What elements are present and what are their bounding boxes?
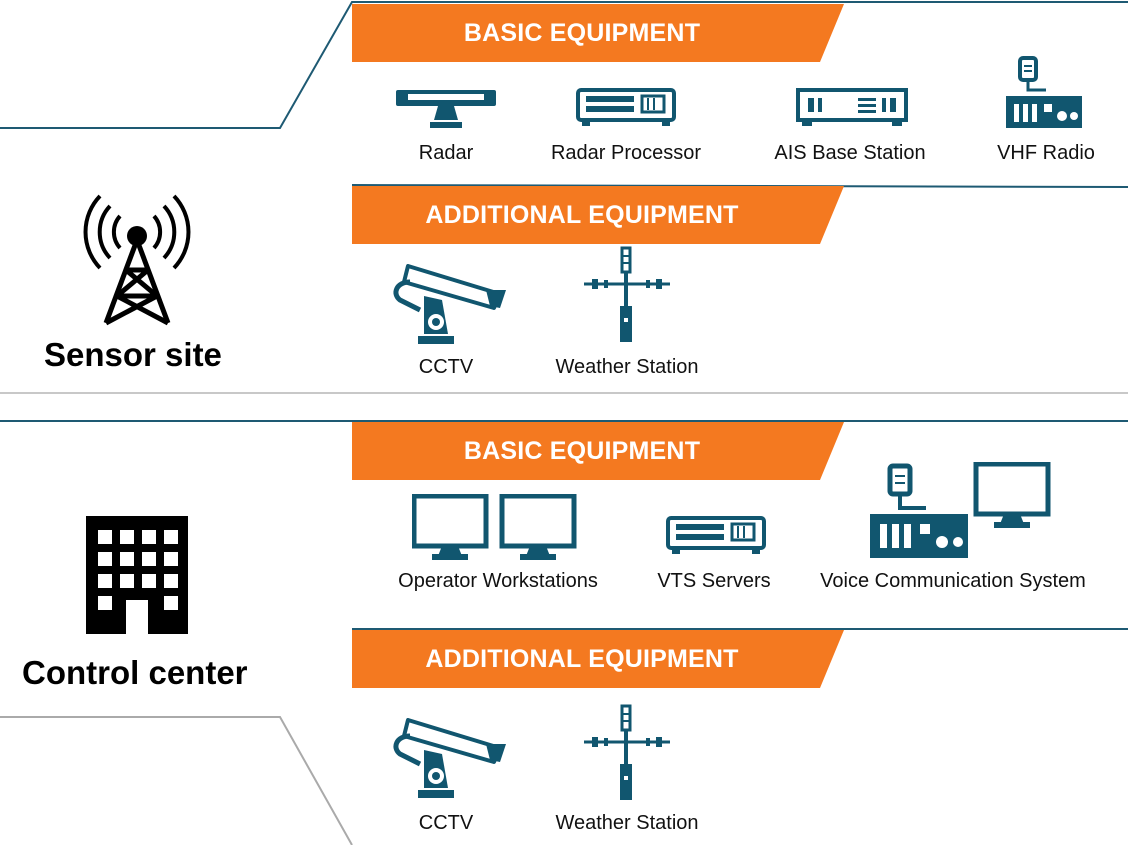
- sensor-connector-line: [0, 1, 1128, 129]
- monitors-icon: [412, 494, 577, 560]
- ais-base-station-icon: [796, 88, 908, 126]
- banner-label: ADDITIONAL EQUIPMENT: [425, 645, 739, 673]
- equipment-label: AIS Base Station: [774, 142, 926, 164]
- radar-icon: [396, 90, 496, 128]
- sensor-additional-banner: ADDITIONAL EQUIPMENT: [352, 186, 844, 244]
- equipment-label: CCTV: [418, 356, 474, 378]
- equipment-label: Weather Station: [555, 356, 699, 378]
- weather-station-icon: [584, 704, 670, 800]
- radio-tower-icon: [83, 194, 191, 326]
- control-connector-line: [0, 716, 353, 845]
- office-building-icon: [86, 516, 188, 634]
- equipment-label: VTS Servers: [657, 570, 771, 592]
- server-icon: [666, 516, 766, 554]
- control-basic-banner: BASIC EQUIPMENT: [352, 422, 844, 480]
- banner-label: ADDITIONAL EQUIPMENT: [425, 201, 739, 229]
- equipment-label: Radar Processor: [550, 142, 702, 164]
- vhf-radio-icon: [1006, 56, 1082, 128]
- equipment-label: VHF Radio: [997, 142, 1095, 164]
- equipment-label: Voice Communication System: [820, 570, 1086, 592]
- sensor-basic-banner: BASIC EQUIPMENT: [352, 4, 844, 62]
- sensor-site-title: Sensor site: [44, 336, 222, 373]
- equipment-label: Operator Workstations: [398, 570, 598, 592]
- radar-processor-icon: [576, 88, 676, 126]
- control-center-title: Control center: [22, 654, 248, 691]
- weather-station-icon: [584, 246, 670, 342]
- cctv-camera-icon: [393, 718, 506, 798]
- banner-label: BASIC EQUIPMENT: [463, 19, 701, 47]
- voice-communication-icon: [870, 462, 1051, 558]
- control-additional-banner: ADDITIONAL EQUIPMENT: [352, 630, 844, 688]
- cctv-camera-icon: [393, 264, 506, 344]
- equipment-label: Radar: [418, 142, 474, 164]
- equipment-label: Weather Station: [555, 812, 699, 834]
- equipment-label: CCTV: [418, 812, 474, 834]
- banner-label: BASIC EQUIPMENT: [463, 437, 701, 465]
